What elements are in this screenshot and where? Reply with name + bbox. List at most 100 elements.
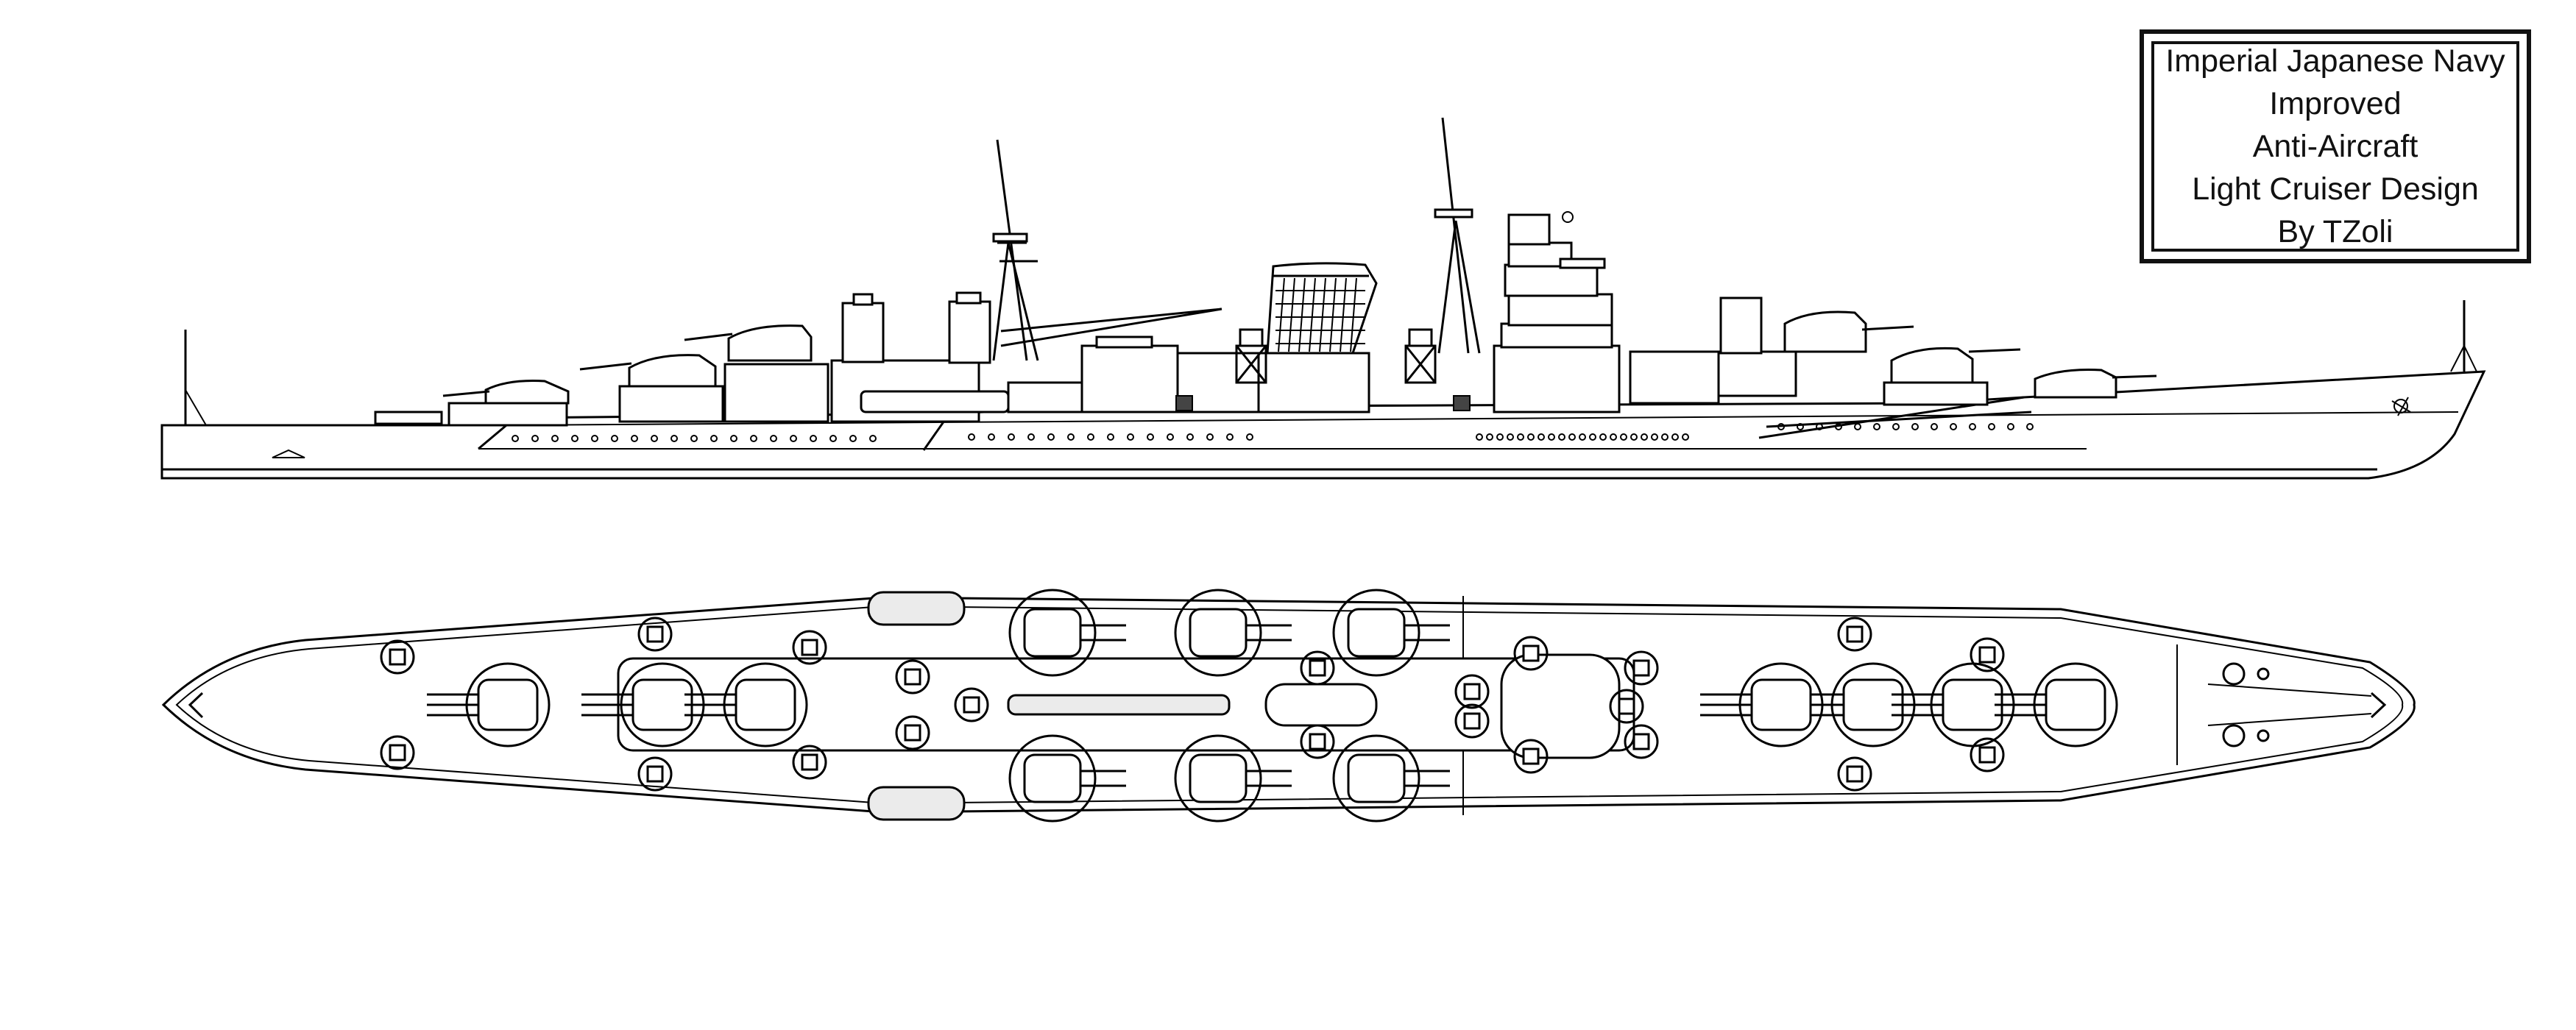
stern-flagstaff-stay bbox=[185, 389, 207, 426]
boat-port bbox=[867, 591, 966, 626]
aa-tub bbox=[1624, 724, 1659, 759]
funnel-base bbox=[1257, 352, 1370, 413]
secondary-house bbox=[1023, 608, 1082, 658]
aa-tub bbox=[895, 715, 930, 750]
porthole bbox=[1816, 423, 1823, 430]
funnel-grille bbox=[1275, 277, 1365, 352]
aa-gun bbox=[1632, 659, 1650, 677]
title-line-improved: Improved bbox=[2269, 86, 2402, 121]
porthole bbox=[690, 435, 698, 442]
porthole bbox=[1226, 433, 1234, 441]
aa-mount-19 bbox=[1970, 737, 2005, 772]
porthole bbox=[810, 435, 817, 442]
porthole bbox=[551, 435, 559, 442]
aa-tub bbox=[1454, 703, 1490, 739]
boat-starboard bbox=[867, 786, 966, 821]
porthole bbox=[1620, 433, 1627, 441]
aa-mount-6 bbox=[895, 659, 930, 695]
aft-control-tower bbox=[841, 302, 885, 363]
plan-gun-mounts bbox=[427, 589, 2118, 823]
porthole bbox=[1641, 433, 1648, 441]
porthole bbox=[1610, 433, 1617, 441]
porthole bbox=[2007, 423, 2014, 430]
aft-mast-tripod bbox=[992, 241, 1039, 361]
porthole bbox=[829, 435, 837, 442]
secondary-house bbox=[1023, 753, 1082, 803]
catapult-plan bbox=[1007, 694, 1231, 716]
porthole bbox=[1147, 433, 1154, 441]
secondary-barrels bbox=[1080, 624, 1126, 642]
turret-house bbox=[2045, 678, 2106, 731]
title-block: Imperial Japanese Navy Improved Anti-Air… bbox=[2140, 29, 2531, 263]
main-turret-profile-5 bbox=[442, 380, 570, 405]
porthole bbox=[1558, 433, 1565, 441]
porthole bbox=[2026, 423, 2034, 430]
aa-gun bbox=[904, 724, 921, 742]
turret-barrels bbox=[1995, 693, 2046, 717]
aa-gun bbox=[1978, 646, 1996, 664]
aa-mount-16 bbox=[1837, 617, 1872, 652]
title-block-inner-frame: Imperial Japanese Navy Improved Anti-Air… bbox=[2151, 41, 2519, 252]
secondary-barbette bbox=[1332, 734, 1420, 823]
aa-mount-21 bbox=[954, 687, 989, 722]
secondary-turret-plan-1 bbox=[1174, 589, 1292, 677]
porthole bbox=[1067, 433, 1075, 441]
secondary-barbette bbox=[1174, 734, 1262, 823]
aa-gun bbox=[646, 765, 664, 783]
porthole bbox=[670, 435, 678, 442]
porthole bbox=[1661, 433, 1669, 441]
porthole bbox=[1589, 433, 1596, 441]
porthole bbox=[968, 433, 975, 441]
aa-gun bbox=[1846, 765, 1864, 783]
secondary-barrels bbox=[1080, 770, 1126, 787]
porthole bbox=[849, 435, 857, 442]
porthole bbox=[1517, 433, 1524, 441]
aa-mount-11 bbox=[1454, 703, 1490, 739]
porthole bbox=[1047, 433, 1055, 441]
mid-deckhouse bbox=[1080, 344, 1179, 413]
title-line-design: Light Cruiser Design bbox=[2192, 171, 2479, 207]
fore-mast-platform bbox=[1434, 208, 1473, 219]
aft-bridge-block bbox=[948, 300, 991, 364]
aa-tub bbox=[637, 756, 673, 792]
turret-barrels bbox=[1892, 693, 1943, 717]
funnel-plan bbox=[1264, 683, 1378, 727]
aa-tub bbox=[1837, 617, 1872, 652]
aa-gun bbox=[1978, 746, 1996, 764]
porthole bbox=[1087, 433, 1094, 441]
bridge-plan bbox=[1500, 653, 1621, 759]
porthole bbox=[1527, 433, 1535, 441]
aft-mast bbox=[996, 139, 1028, 361]
porthole bbox=[1186, 433, 1194, 441]
bridge-structure bbox=[1493, 211, 1621, 413]
porthole bbox=[1167, 433, 1174, 441]
aa-tub bbox=[1837, 756, 1872, 792]
aa-gun bbox=[1522, 747, 1540, 765]
porthole bbox=[1486, 433, 1493, 441]
aa-tub bbox=[637, 617, 673, 652]
title-line-author: By TZoli bbox=[2277, 214, 2393, 249]
aa-tub bbox=[380, 735, 415, 770]
anchor-chain-port bbox=[2207, 683, 2372, 697]
secondary-barbette bbox=[1008, 589, 1097, 677]
aa-tub bbox=[1970, 637, 2005, 672]
porthole bbox=[591, 435, 598, 442]
torpedo-launcher-fwd bbox=[1453, 395, 1471, 411]
turret-house bbox=[1942, 678, 2003, 731]
catapult-deck bbox=[860, 390, 1010, 413]
porthole bbox=[1107, 433, 1114, 441]
aft-deckhouse-small bbox=[374, 411, 443, 425]
porthole bbox=[512, 435, 519, 442]
porthole bbox=[1027, 433, 1035, 441]
aa-mount-3 bbox=[637, 756, 673, 792]
porthole bbox=[1777, 423, 1785, 430]
aa-gun bbox=[389, 648, 406, 666]
aa-gun bbox=[1632, 733, 1650, 750]
porthole bbox=[790, 435, 797, 442]
main-turret-profile-4 bbox=[579, 354, 724, 423]
aa-gun bbox=[1309, 733, 1326, 750]
anchor-chain-stbd bbox=[2207, 713, 2372, 726]
aa-gun bbox=[1846, 625, 1864, 643]
porthole bbox=[1599, 433, 1607, 441]
